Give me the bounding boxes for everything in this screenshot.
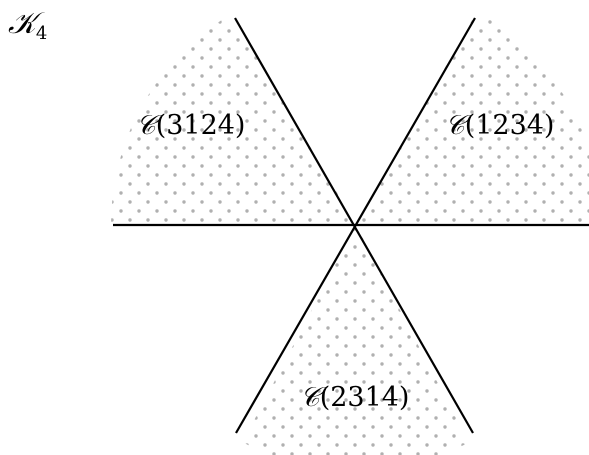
diagram-title: 𝒦4	[8, 6, 47, 44]
region-upper-left-fill	[111, 20, 356, 225]
region-upper-right-fill	[356, 20, 589, 225]
region-label-1234: 𝒞(1234)	[445, 110, 554, 141]
diagonal-line-negative	[234, 17, 474, 434]
diagonal-line-positive	[235, 17, 476, 434]
region-label-2314: 𝒞(2314)	[300, 382, 409, 413]
region-label-3124: 𝒞(3124)	[136, 110, 245, 141]
